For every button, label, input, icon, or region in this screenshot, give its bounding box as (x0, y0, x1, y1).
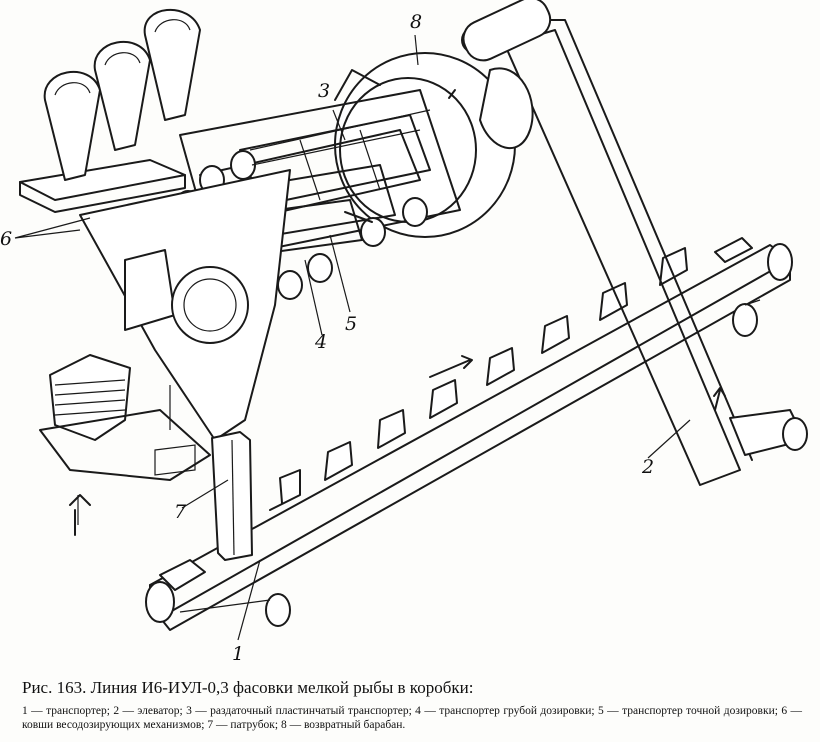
arrows (344, 89, 726, 411)
figure-caption: Рис. 163. Линия И6-ИУЛ-0,3 фасовки мелко… (22, 678, 802, 732)
caption-title: Рис. 163. Линия И6-ИУЛ-0,3 фасовки мелко… (22, 678, 474, 697)
label-5: 5 (345, 313, 357, 335)
box-stack (39, 354, 211, 536)
label-2: 2 (641, 456, 654, 478)
label-8: 8 (410, 11, 422, 33)
elevator-2 (461, 0, 808, 486)
label-6: 6 (0, 228, 12, 250)
label-7: 7 (174, 501, 187, 523)
boxes (159, 237, 753, 591)
caption-legend: 1 — транспортер; 2 — элеватор; 3 — разда… (22, 705, 802, 731)
label-1: 1 (232, 643, 244, 665)
hopper (79, 169, 291, 441)
label-3: 3 (318, 80, 330, 102)
leader-lines (14, 34, 691, 641)
nozzle-7 (211, 431, 253, 561)
label-4: 4 (314, 331, 327, 353)
weighing-dials (19, 8, 201, 213)
conveyor-1 (145, 243, 793, 631)
